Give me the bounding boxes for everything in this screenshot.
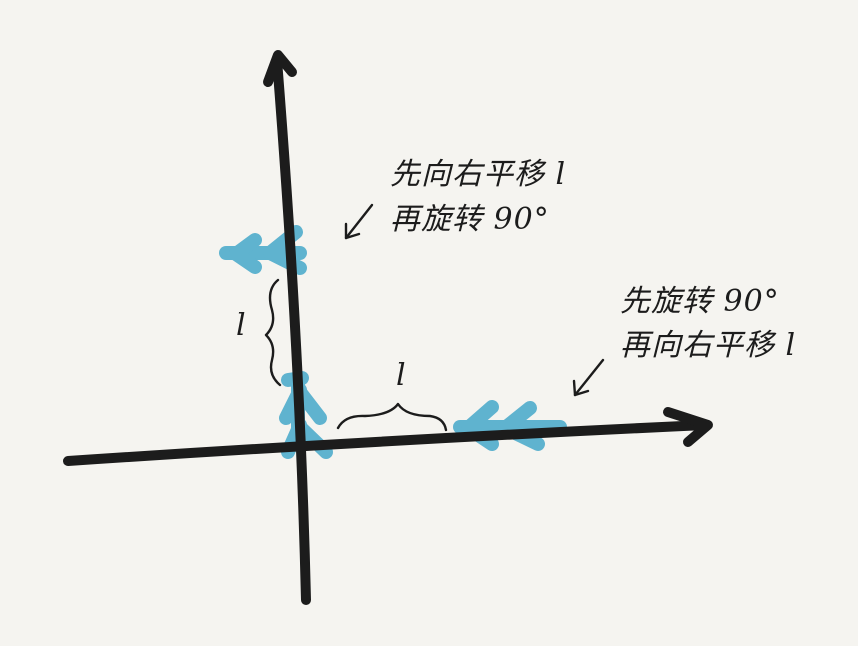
x-axis [63,420,710,466]
horizontal-length-label: l [396,358,406,393]
vertical-length-label: l [236,308,246,343]
horizontal-brace [336,402,448,432]
right-note-arrowhead [572,379,590,397]
right-note-line1: 先旋转 90° [620,284,780,319]
right-note-arrow [573,358,605,397]
top-note-line2: 再旋转 90° [390,202,550,237]
right-note-line2: 再向右平移 l [620,328,797,363]
vertical-brace [264,278,282,387]
top-note-line1: 先向右平移 l [390,157,567,192]
y-axis [272,55,311,605]
top-note-arrow [344,203,374,240]
y-axis-arrowhead [263,50,297,87]
x-axis-arrowhead [663,407,713,447]
top-note-arrowhead [344,222,361,240]
